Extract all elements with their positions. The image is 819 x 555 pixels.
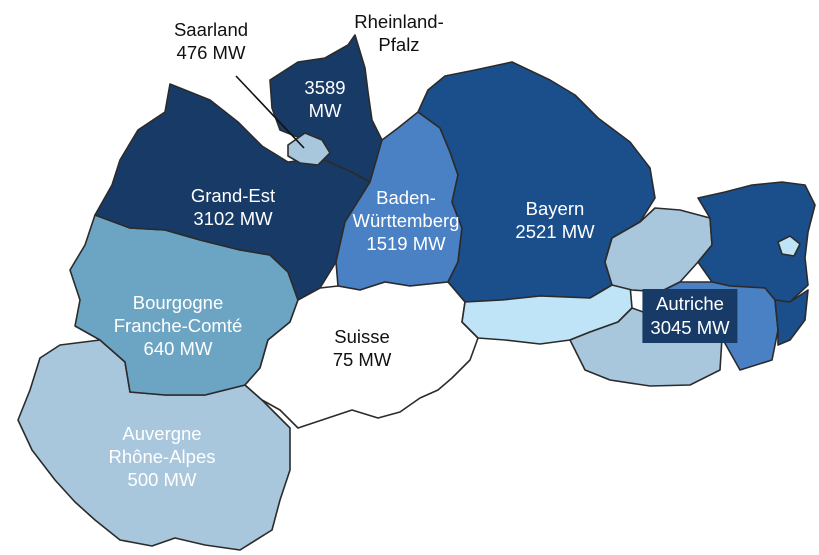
region-autriche-east[interactable] — [697, 181, 816, 303]
label-bourgogne-franche-comte: Bourgogne Franche-Comté 640 MW — [113, 292, 243, 359]
region-suisse[interactable] — [244, 281, 479, 429]
label-grand-est: Grand-Est 3102 MW — [190, 185, 276, 229]
label-saarland: Saarland 476 MW — [173, 19, 249, 63]
label-rheinland-pfalz-value: 3589 MW — [304, 77, 346, 121]
region-grand-est[interactable] — [94, 83, 371, 301]
label-baden-wurttemberg: Baden- Württemberg 1519 MW — [352, 187, 460, 254]
label-autriche: Autriche 3045 MW — [642, 289, 738, 343]
region-saarland[interactable] — [287, 132, 331, 166]
label-suisse: Suisse 75 MW — [332, 326, 392, 370]
region-autriche-vienna[interactable] — [777, 235, 801, 257]
label-auvergne-rhone-alpes: Auvergne Rhône-Alpes 500 MW — [108, 423, 216, 490]
label-rheinland-pfalz: Rheinland- Pfalz — [354, 11, 444, 55]
saarland-pointer-line — [235, 75, 305, 149]
label-bayern: Bayern 2521 MW — [515, 198, 595, 242]
region-autriche-burgenland[interactable] — [774, 289, 809, 346]
